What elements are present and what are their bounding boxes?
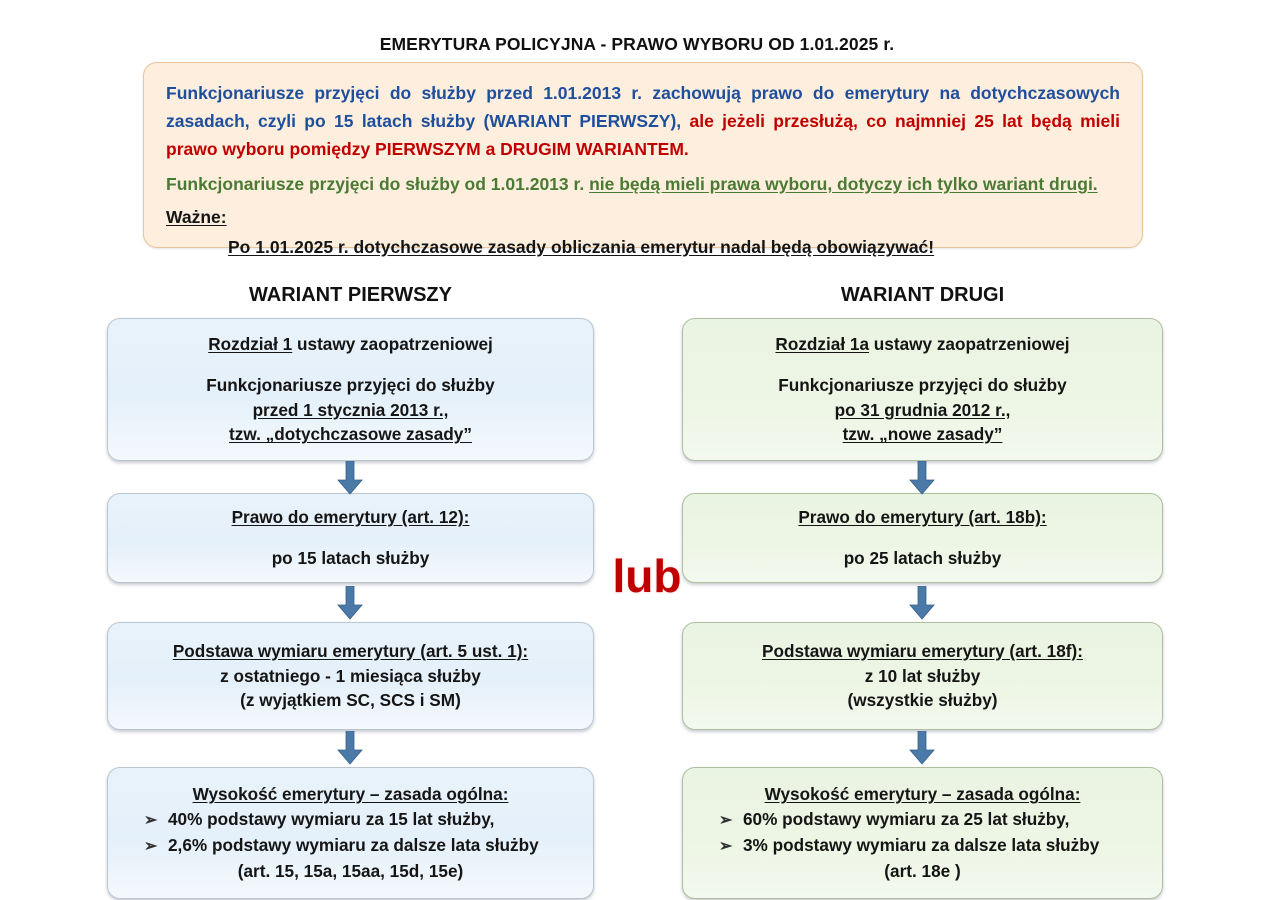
down-arrow-icon	[909, 586, 935, 620]
connector-label-lub: lub	[612, 550, 682, 602]
intro-paragraph-2: Funkcjonariusze przyjęci do służby od 1.…	[166, 170, 1120, 198]
left-box1-heading-plain: ustawy zaopatrzeniowej	[292, 333, 493, 354]
left-box2-line2: po 15 latach służby	[271, 548, 430, 568]
left-box4-bullet-2-text: 2,6% podstawy wymiaru za dalsze lata słu…	[168, 835, 539, 855]
intro-important-note: Po 1.01.2025 r. dotychczasowe zasady obl…	[166, 233, 1120, 261]
left-box3-line3: (z wyjątkiem SC, SCS i SM)	[240, 690, 461, 711]
right-box4-heading: Wysokość emerytury – zasada ogólna:	[764, 784, 1081, 805]
left-box1-heading-underlined: Rozdział 1	[208, 333, 293, 354]
left-box1-heading: Rozdział 1 ustawy zaopatrzeniowej	[208, 332, 493, 357]
right-box3-line3: (wszystkie służby)	[847, 690, 998, 711]
right-box4-line4: (art. 18e )	[884, 860, 961, 881]
right-box-pension-amount: Wysokość emerytury – zasada ogólna: ➢ 60…	[682, 767, 1163, 899]
right-box1-line2: Funkcjonariusze przyjęci do służby	[778, 374, 1067, 395]
left-box3-heading: Podstawa wymiaru emerytury (art. 5 ust. …	[172, 640, 529, 661]
right-box-pension-right: Prawo do emerytury (art. 18b): po 25 lat…	[682, 493, 1163, 583]
left-box4-bullet-2: ➢ 2,6% podstawy wymiaru za dalsze lata s…	[118, 833, 539, 859]
important-label-text: Ważne:	[166, 207, 227, 227]
bullet-arrow-icon: ➢	[719, 812, 733, 830]
intro-green-underlined: nie będą mieli prawa wyboru, dotyczy ich…	[589, 174, 1098, 194]
down-arrow-icon	[337, 731, 363, 765]
left-box4-heading: Wysokość emerytury – zasada ogólna:	[192, 784, 509, 805]
right-box3-heading: Podstawa wymiaru emerytury (art. 18f):	[762, 640, 1083, 661]
left-box4-line4: (art. 15, 15a, 15aa, 15d, 15e)	[237, 860, 464, 881]
left-box-pension-right: Prawo do emerytury (art. 12): po 15 lata…	[107, 493, 594, 583]
right-box1-line3: po 31 grudnia 2012 r.,	[834, 399, 1011, 420]
right-box1-heading-underlined: Rozdział 1a	[775, 333, 870, 354]
bullet-arrow-icon: ➢	[144, 812, 158, 830]
left-box-pension-amount: Wysokość emerytury – zasada ogólna: ➢ 40…	[107, 767, 594, 899]
right-box-chapter: Rozdział 1a ustawy zaopatrzeniowej Funkc…	[682, 318, 1163, 461]
right-box4-bullet-2: ➢ 3% podstawy wymiaru za dalsze lata słu…	[693, 833, 1099, 859]
left-box4-bullet-1: ➢ 40% podstawy wymiaru za 15 lat służby,	[118, 807, 494, 833]
left-box-pension-base: Podstawa wymiaru emerytury (art. 5 ust. …	[107, 622, 594, 730]
important-note-text: Po 1.01.2025 r. dotychczasowe zasady obl…	[228, 237, 935, 257]
left-box3-line2: z ostatniego - 1 miesiąca służby	[220, 665, 481, 686]
down-arrow-icon	[909, 461, 935, 495]
variant-right-heading: WARIANT DRUGI	[840, 284, 1005, 306]
down-arrow-icon	[337, 586, 363, 620]
right-box1-line4: tzw. „nowe zasady”	[842, 424, 1003, 445]
page-title: EMERYTURA POLICYJNA - PRAWO WYBORU OD 1.…	[379, 34, 895, 54]
intro-important-label: Ważne:	[166, 203, 1120, 231]
left-box4-bullet-1-text: 40% podstawy wymiaru za 15 lat służby,	[168, 809, 495, 830]
intro-text-red: ale jeżeli przesłużą, co najmniej 25 lat…	[166, 111, 1120, 159]
bullet-arrow-icon: ➢	[144, 838, 158, 855]
right-box2-heading: Prawo do emerytury (art. 18b):	[798, 507, 1047, 528]
intro-text-blue: Funkcjonariusze przyjęci do służby przed…	[166, 83, 1120, 131]
right-box4-bullet-1-text: 60% podstawy wymiaru za 25 lat służby,	[743, 809, 1070, 830]
left-box1-line3: przed 1 stycznia 2013 r.,	[252, 399, 449, 420]
left-box1-line4: tzw. „dotychczasowe zasady”	[229, 424, 472, 445]
right-box4-bullet-1: ➢ 60% podstawy wymiaru za 25 lat służby,	[693, 807, 1069, 833]
left-box1-line2: Funkcjonariusze przyjęci do służby	[206, 374, 495, 395]
intro-green-plain: Funkcjonariusze przyjęci do służby od 1.…	[166, 174, 590, 194]
right-box3-line2: z 10 lat służby	[864, 665, 981, 686]
down-arrow-icon	[337, 461, 363, 495]
right-box1-heading: Rozdział 1a ustawy zaopatrzeniowej	[775, 332, 1069, 357]
left-box-chapter: Rozdział 1 ustawy zaopatrzeniowej Funkcj…	[107, 318, 594, 461]
right-box-pension-base: Podstawa wymiaru emerytury (art. 18f): z…	[682, 622, 1163, 730]
right-box1-heading-plain: ustawy zaopatrzeniowej	[869, 333, 1070, 354]
right-box4-bullet-2-text: 3% podstawy wymiaru za dalsze lata służb…	[743, 835, 1100, 855]
intro-paragraph-1: Funkcjonariusze przyjęci do służby przed…	[166, 79, 1120, 163]
left-box2-heading: Prawo do emerytury (art. 12):	[231, 507, 470, 528]
bullet-arrow-icon: ➢	[719, 838, 733, 855]
right-box2-line2: po 25 latach służby	[843, 548, 1002, 568]
variant-left-heading: WARIANT PIERWSZY	[249, 284, 452, 306]
intro-callout-box: Funkcjonariusze przyjęci do służby przed…	[143, 62, 1143, 257]
down-arrow-icon	[909, 731, 935, 765]
